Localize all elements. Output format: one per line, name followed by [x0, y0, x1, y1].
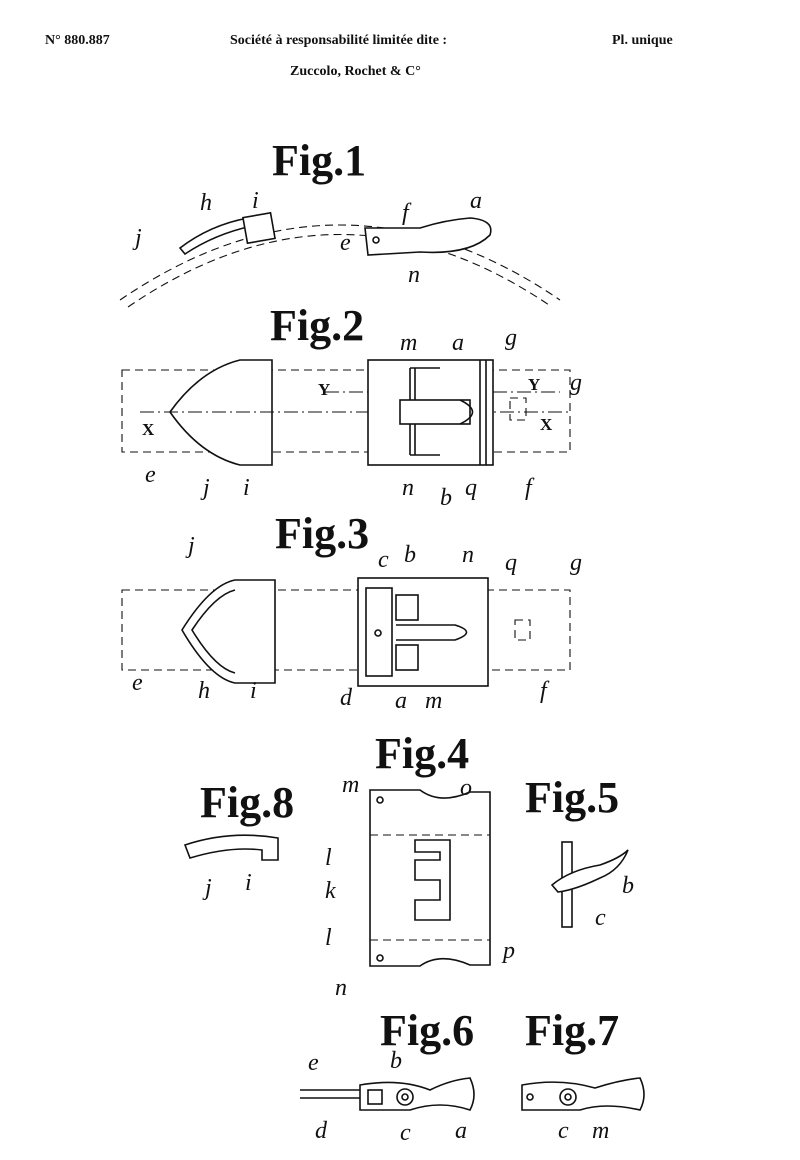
fig6-title: Fig.6: [380, 1006, 474, 1055]
label-c: c: [558, 1118, 569, 1144]
figure-3: Fig.3 j c b n q g e h i d a m f: [121, 509, 582, 714]
applicant-line: Société à responsabilité limitée dite :: [230, 33, 448, 48]
label-g: g: [570, 550, 582, 576]
applicant-name: Zuccolo, Rochet & C°: [290, 64, 421, 79]
label-o: o: [460, 775, 472, 801]
label-e: e: [145, 462, 156, 488]
figure-7: Fig.7 c m: [521, 1006, 645, 1144]
label-l: l: [325, 925, 332, 951]
label-e: e: [308, 1050, 319, 1076]
label-b: b: [622, 873, 634, 899]
patent-number: N° 880.887: [45, 33, 110, 48]
label-c: c: [400, 1120, 411, 1146]
label-y: Y: [318, 380, 330, 399]
label-f: f: [540, 678, 550, 704]
fig4-title: Fig.4: [375, 729, 469, 778]
label-a: a: [455, 1118, 467, 1144]
label-x: X: [142, 420, 155, 439]
label-j: j: [200, 475, 210, 501]
fig5-title: Fig.5: [525, 773, 619, 822]
fig1-title: Fig.1: [272, 136, 366, 185]
label-k: k: [325, 878, 336, 904]
figure-2: Fig.2 m a g Y Y g X X e j i n b q f: [121, 301, 582, 511]
label-i: i: [252, 188, 259, 214]
label-b: b: [404, 542, 416, 568]
label-h: h: [198, 678, 210, 704]
label-a: a: [452, 330, 464, 356]
label-q: q: [465, 475, 477, 501]
plate-label: Pl. unique: [612, 33, 673, 48]
label-d: d: [340, 685, 353, 711]
label-h: h: [200, 190, 212, 216]
label-x: X: [540, 415, 553, 434]
label-j: j: [202, 875, 212, 901]
label-n: n: [408, 262, 420, 288]
figure-1: Fig.1 j h i e f a n: [119, 136, 561, 308]
label-n: n: [402, 475, 414, 501]
label-a: a: [470, 188, 482, 214]
label-g: g: [505, 325, 517, 351]
label-c: c: [595, 905, 606, 931]
label-p: p: [501, 938, 515, 964]
label-b: b: [390, 1048, 402, 1074]
label-y: Y: [528, 375, 540, 394]
label-m: m: [592, 1118, 609, 1144]
label-i: i: [245, 870, 252, 896]
figure-8: Fig.8 j i: [183, 778, 294, 901]
label-n: n: [462, 542, 474, 568]
label-f: f: [525, 475, 535, 501]
fig2-title: Fig.2: [270, 301, 364, 350]
figure-4: Fig.4 m o l k l p n: [325, 729, 515, 1001]
fig3-title: Fig.3: [275, 509, 369, 558]
fig8-title: Fig.8: [200, 778, 294, 827]
figure-5: Fig.5 b c: [525, 773, 634, 931]
label-a: a: [395, 688, 407, 714]
fig7-title: Fig.7: [525, 1006, 619, 1055]
label-f: f: [402, 200, 412, 226]
label-j: j: [132, 225, 142, 251]
label-d: d: [315, 1118, 328, 1144]
figure-6: Fig.6 e b d c a: [300, 1006, 475, 1146]
label-i: i: [250, 678, 257, 704]
label-e: e: [132, 670, 143, 696]
label-q: q: [505, 550, 517, 576]
label-i: i: [243, 475, 250, 501]
label-g: g: [570, 370, 582, 396]
label-m: m: [342, 772, 359, 798]
label-l: l: [325, 845, 332, 871]
label-e: e: [340, 230, 351, 256]
label-j: j: [185, 533, 195, 559]
label-m: m: [400, 330, 417, 356]
label-c: c: [378, 547, 389, 573]
label-b: b: [440, 485, 452, 511]
label-m: m: [425, 688, 442, 714]
label-n: n: [335, 975, 347, 1001]
